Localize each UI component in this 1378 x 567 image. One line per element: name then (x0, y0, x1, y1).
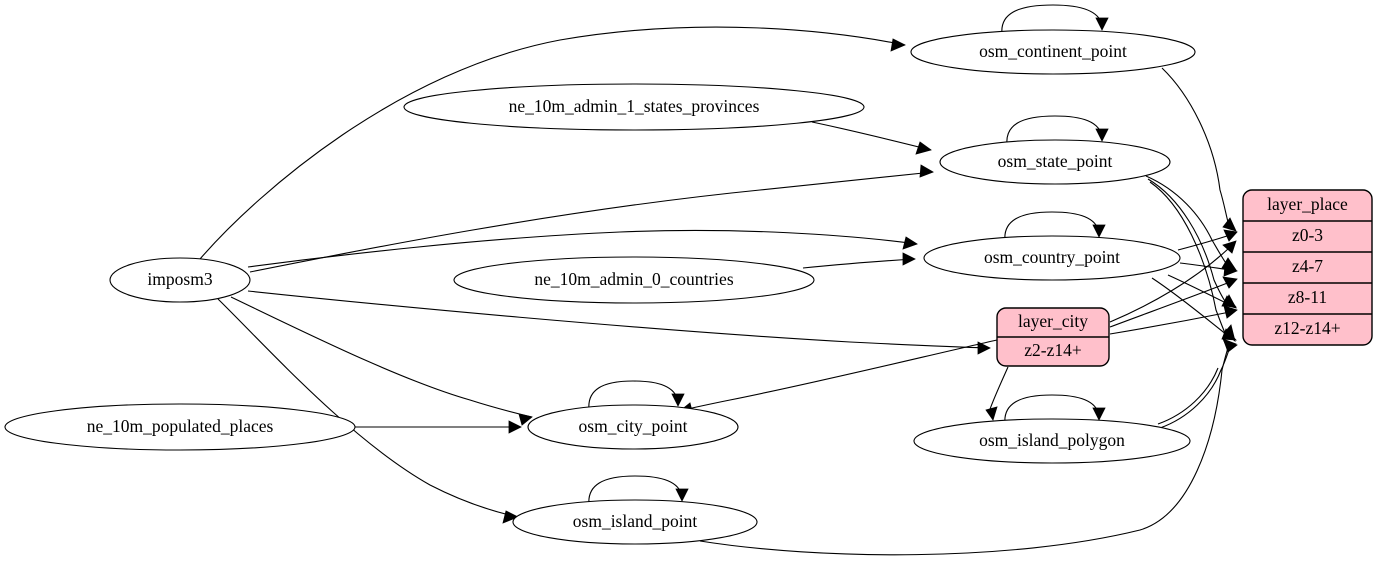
node-imposm3[interactable]: imposm3 (109, 257, 251, 303)
record-layer: layer_place z0-3 z4-7 z8-11 z12-z14+ lay… (996, 189, 1373, 367)
edge-osm-island-polygon-to-layer-place-secondary (1157, 367, 1219, 425)
node-label-osm-country-point: osm_country_point (984, 247, 1120, 267)
node-label-osm-state-point: osm_state_point (998, 151, 1113, 171)
edge-self-loop-osm-state-point (1006, 115, 1109, 146)
edge-osm-country-point-to-layer-place-z0-3 (1177, 229, 1238, 251)
edge-imposm3-to-osm-continent-point (199, 26, 906, 260)
record-row-layer-place-z4-7[interactable]: z4-7 (1292, 256, 1323, 276)
edge-osm-country-point-to-layer-place-z12-z14 (1151, 277, 1236, 342)
node-label-osm-island-polygon: osm_island_polygon (979, 430, 1125, 450)
edge-imposm3-to-osm-island-point (217, 298, 519, 524)
node-label-ne-10m-admin-1-states-provinces: ne_10m_admin_1_states_provinces (509, 96, 760, 116)
edge-layer-city-to-osm-island-polygon (985, 366, 1009, 421)
node-osm-state-point[interactable]: osm_state_point (939, 139, 1171, 185)
edge-osm-island-polygon-to-layer-place-z12-z14 (1159, 340, 1238, 429)
edge-ne-states-to-osm-state-point (811, 121, 932, 155)
edge-self-loop-osm-country-point (1004, 211, 1106, 242)
edge-self-loop-osm-island-point (588, 475, 689, 506)
edge-self-loop-osm-island-polygon (1004, 394, 1106, 425)
edge-layer (199, 4, 1238, 556)
node-osm-continent-point[interactable]: osm_continent_point (910, 29, 1196, 75)
node-osm-country-point[interactable]: osm_country_point (923, 235, 1181, 281)
node-ne-10m-admin-1-states-provinces[interactable]: ne_10m_admin_1_states_provinces (403, 83, 865, 131)
node-layer: imposm3 ne_10m_admin_1_states_provinces … (4, 29, 1196, 545)
edge-layer-city-to-layer-place-z8-11 (1109, 305, 1238, 335)
record-node-layer-place[interactable]: layer_place z0-3 z4-7 z8-11 z12-z14+ (1242, 189, 1373, 346)
node-ne-10m-populated-places[interactable]: ne_10m_populated_places (4, 403, 356, 451)
record-node-layer-city[interactable]: layer_city z2-z14+ (996, 307, 1110, 367)
node-osm-island-point[interactable]: osm_island_point (512, 499, 758, 545)
edge-imposm3-to-layer-city (247, 290, 991, 355)
node-label-ne-10m-populated-places: ne_10m_populated_places (87, 416, 274, 436)
edge-imposm3-to-osm-city-point (230, 296, 533, 426)
node-osm-island-polygon[interactable]: osm_island_polygon (913, 418, 1191, 464)
node-label-osm-city-point: osm_city_point (579, 416, 688, 436)
record-row-layer-place-z12-z14[interactable]: z12-z14+ (1274, 318, 1340, 338)
node-label-osm-continent-point: osm_continent_point (979, 41, 1127, 61)
edge-self-loop-osm-continent-point (1001, 4, 1109, 35)
record-row-layer-place-z0-3[interactable]: z0-3 (1292, 225, 1323, 245)
record-row-layer-city-title: layer_city (1018, 311, 1088, 331)
edge-imposm3-to-osm-country-point (247, 229, 918, 268)
edge-self-loop-osm-city-point (588, 380, 685, 411)
edge-layer-city-to-layer-place-z0-3 (1109, 240, 1237, 323)
node-label-ne-10m-admin-0-countries: ne_10m_admin_0_countries (534, 269, 733, 289)
edge-osm-continent-point-to-layer-place-z0-3 (1161, 67, 1237, 232)
edge-ne-countries-to-osm-country-point (802, 252, 916, 269)
record-row-layer-city-z2-z14[interactable]: z2-z14+ (1024, 340, 1082, 360)
node-ne-10m-admin-0-countries[interactable]: ne_10m_admin_0_countries (453, 256, 815, 304)
record-row-layer-place-z8-11[interactable]: z8-11 (1288, 287, 1327, 307)
edge-osm-country-point-to-layer-place-z8-11 (1167, 274, 1237, 309)
edge-layer-city-to-osm-city-point (679, 339, 998, 416)
node-label-imposm3: imposm3 (147, 269, 212, 289)
node-osm-city-point[interactable]: osm_city_point (527, 404, 739, 450)
edge-ne-populated-to-osm-city-point (355, 420, 522, 434)
edge-layer-city-to-layer-place-z4-7 (1109, 276, 1238, 328)
node-label-osm-island-point: osm_island_point (573, 511, 698, 531)
record-row-layer-place-title: layer_place (1267, 194, 1348, 214)
edge-imposm3-to-osm-state-point (249, 164, 934, 273)
